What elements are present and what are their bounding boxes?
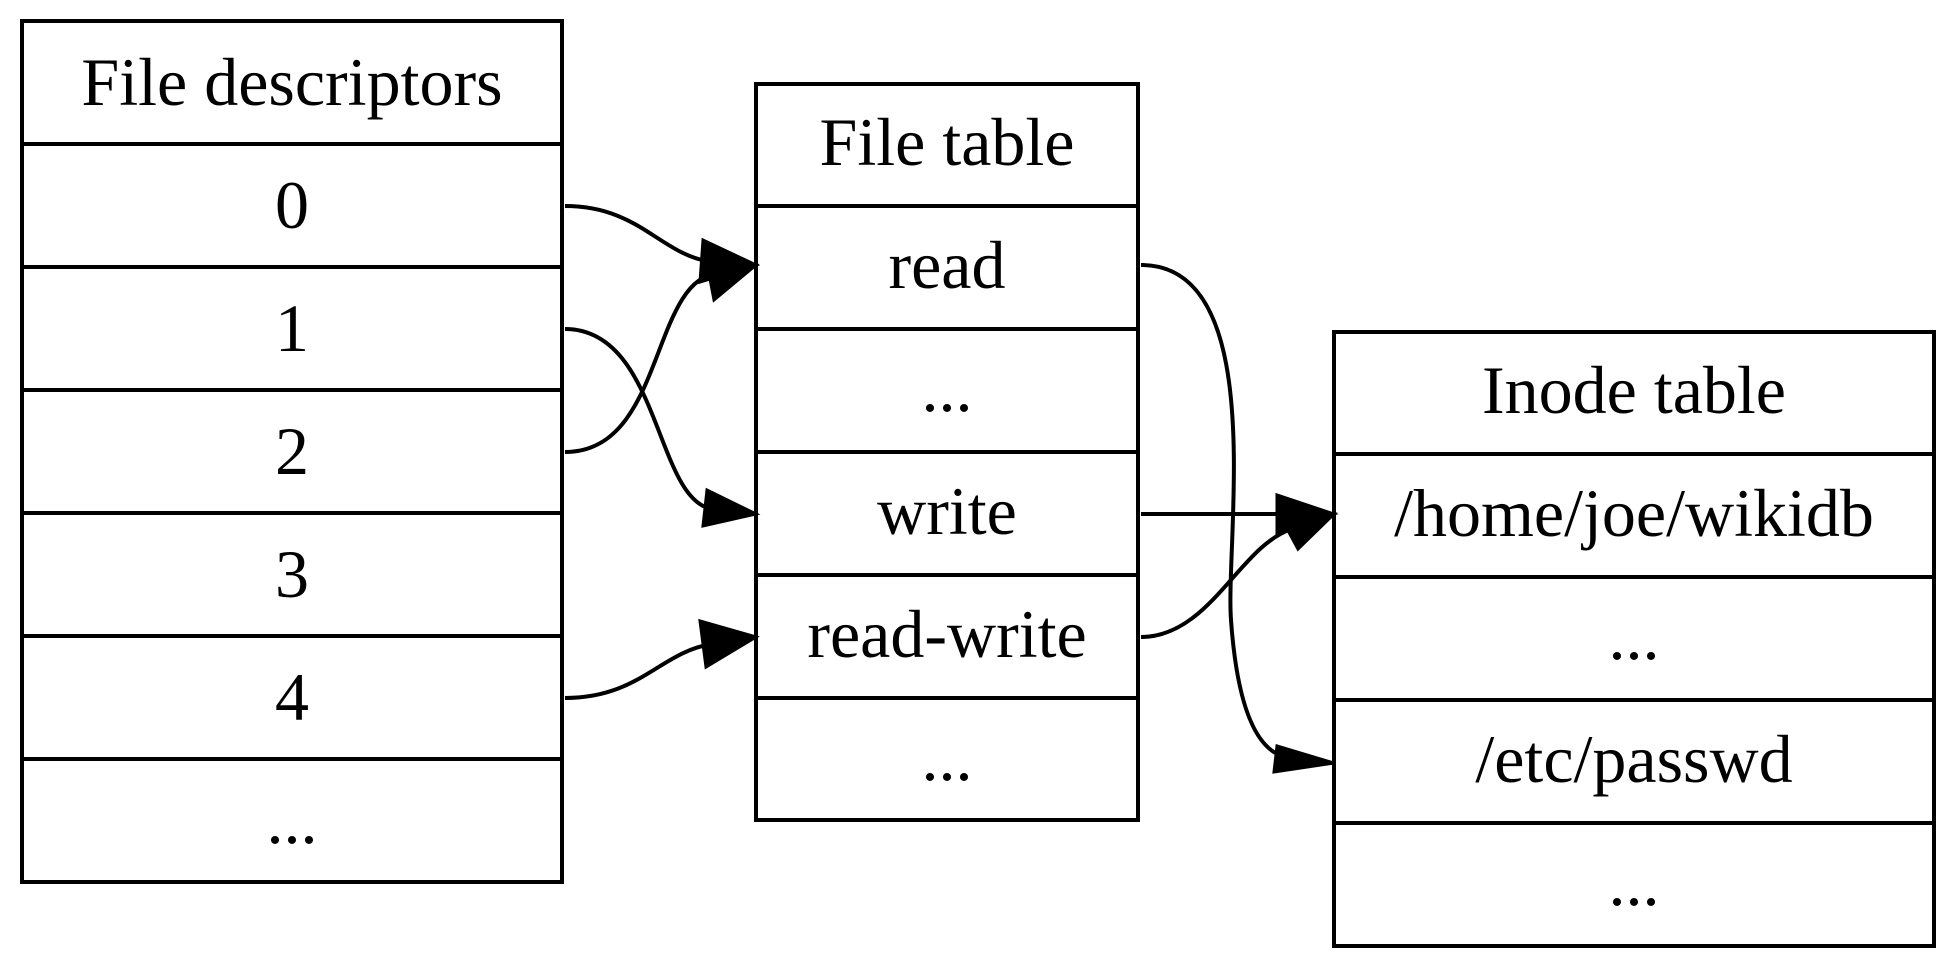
table-row: 2 (275, 413, 309, 489)
table-row: 0 (275, 167, 309, 243)
table-row: /home/joe/wikidb (1394, 475, 1874, 551)
table-row: 4 (275, 659, 309, 735)
table-title: File table (820, 104, 1075, 180)
table-row: ... (922, 350, 973, 426)
table-row: write (877, 473, 1017, 549)
table-file-table: File table read ... write read-write ... (754, 82, 1140, 822)
inode-table-box (1332, 330, 1936, 948)
edge-read-to-passwd (1140, 263, 1335, 774)
table-row: read-write (807, 596, 1086, 672)
edge-fd2-to-read (564, 256, 760, 454)
table-row: ... (922, 719, 973, 795)
edge-fd4-to-read-write (564, 618, 760, 700)
table-file-descriptors: File descriptors 0 1 2 3 4 ... (20, 19, 564, 884)
table-row: 1 (275, 290, 309, 366)
table-row: /etc/passwd (1475, 721, 1792, 797)
table-row: read (888, 227, 1005, 303)
edge-read-write-to-wikidb (1140, 512, 1338, 639)
table-row: 3 (275, 536, 309, 612)
table-title: Inode table (1482, 352, 1786, 428)
file-descriptors-box (20, 19, 564, 884)
table-row: ... (1609, 844, 1660, 920)
table-inode-table: Inode table /home/joe/wikidb ... /etc/pa… (1332, 330, 1936, 948)
table-title: File descriptors (81, 44, 502, 120)
edge-fd1-to-write (564, 327, 761, 528)
table-row: ... (1609, 598, 1660, 674)
table-row: ... (267, 782, 318, 858)
edges (564, 204, 1339, 774)
